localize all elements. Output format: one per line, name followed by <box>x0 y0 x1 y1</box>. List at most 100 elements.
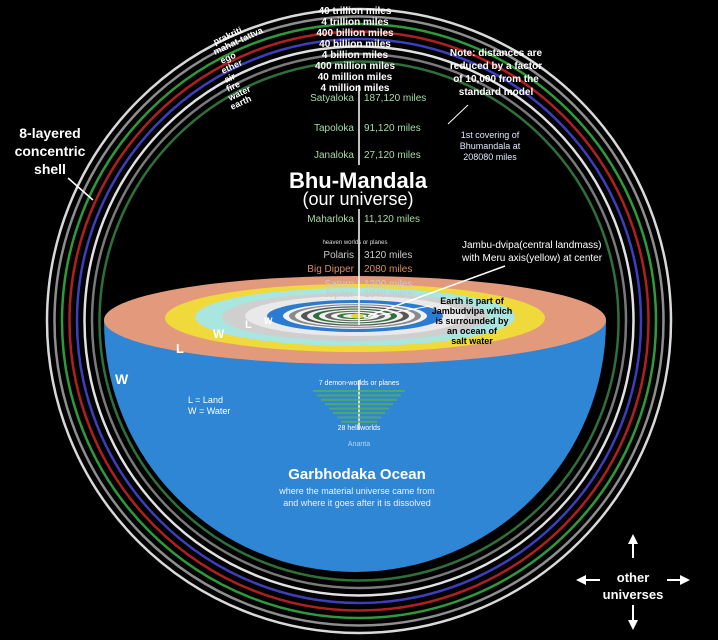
shell-callout-line: shell <box>34 161 66 177</box>
loka-name: Janaloka <box>314 150 354 161</box>
jambu-callout: Jambu-dvipa(central landmass) with Meru … <box>461 240 603 264</box>
loka-name: Satyaloka <box>310 93 354 104</box>
loka-distance: 27,120 miles <box>364 150 421 161</box>
distance-note: Note: distances are reduced by a factor … <box>450 48 543 98</box>
covering-line: 1st covering of <box>461 130 520 140</box>
shell-callout: 8-layered concentric shell <box>15 125 86 177</box>
distance-label: 40 billion miles <box>319 39 391 50</box>
planet-distance: 1200 miles <box>364 279 412 290</box>
lower-worlds-bars <box>313 390 405 423</box>
lower-world-bar <box>333 412 385 414</box>
earth-pointer <box>363 305 431 319</box>
ocean-title: Garbhodaka Ocean <box>288 466 426 483</box>
loka-distance: 11,120 miles <box>364 214 420 225</box>
lower-world-bar <box>317 394 401 397</box>
lower-world-bar <box>337 416 381 419</box>
distance-label: 400 billion miles <box>316 28 394 39</box>
heaven-worlds-label: heaven worlds or planes <box>322 240 387 246</box>
earth-note-line: Jambudvipa which <box>432 306 513 316</box>
title-backdrop <box>285 165 431 209</box>
lower-world-bar <box>329 407 389 410</box>
loka-name: Tapoloka <box>314 123 354 134</box>
meru-center <box>351 313 363 319</box>
distance-label: 4 billion miles <box>322 50 389 61</box>
distance-label: 400 million miles <box>315 61 395 72</box>
loka-distance: 91,120 miles <box>364 123 421 134</box>
shell-callout-line: 8-layered <box>19 125 80 141</box>
disc-label: W <box>115 371 129 387</box>
earth-note-line: salt water <box>451 336 493 346</box>
planet-name: Polaris <box>323 250 354 261</box>
note-line: standard model <box>459 87 534 98</box>
note-line: of 10,000 from the <box>453 74 539 85</box>
shell-ring <box>98 60 620 582</box>
lower-world-bar <box>325 403 393 406</box>
shell-ring <box>75 37 643 605</box>
shell-ring <box>83 45 635 597</box>
covering-line: 208080 miles <box>463 152 517 162</box>
jambu-pointer <box>367 265 506 317</box>
hell-worlds-label: 28 hell worlds <box>338 425 381 432</box>
lower-world-bar <box>313 390 405 392</box>
planet-distance: 3120 miles <box>364 250 412 261</box>
earth-note-line: is surrounded by <box>435 316 508 326</box>
first-covering-label: 1st covering of Bhumandala at 208080 mil… <box>460 130 521 162</box>
disc-label: W <box>264 316 273 326</box>
loka-name: Maharloka <box>307 214 354 225</box>
diagram-title: Bhu-Mandala <box>289 168 428 193</box>
lower-world-bar <box>341 420 377 423</box>
shell-callout-line: concentric <box>15 143 86 159</box>
upper-lokas: Satyaloka 187,120 miles Tapoloka 91,120 … <box>310 93 426 161</box>
shell-callout-pointer <box>67 177 94 201</box>
jambu-line: with Meru axis(yellow) at center <box>461 253 603 264</box>
disc-land-water-labels: W L W L W <box>115 316 273 387</box>
concentric-shells <box>45 7 673 635</box>
garbhodaka-ocean-hemisphere <box>104 321 606 572</box>
planet-distance: 2080 miles <box>364 264 412 275</box>
other-universes-line: other <box>617 570 650 585</box>
loka-distance: 187,120 miles <box>364 93 426 104</box>
distance-label: 40 million miles <box>318 72 393 83</box>
distance-label: 4 trillion miles <box>321 17 389 28</box>
earth-note-line: Earth is part of <box>440 296 505 306</box>
planet-name: Saturn <box>325 279 354 290</box>
ocean-desc-line: where the material universe came from <box>278 486 435 496</box>
jambu-line: Jambu-dvipa(central landmass) <box>462 240 602 251</box>
shell-ring <box>45 7 673 635</box>
shell-ring <box>68 30 650 612</box>
planet-name: Big Dipper <box>307 264 354 275</box>
other-universes: other universes <box>576 534 690 630</box>
ocean-desc-line: and where it goes after it is dissolved <box>283 498 431 508</box>
covering-pointer <box>447 104 469 125</box>
planet-distance: 1040 miles <box>364 289 412 300</box>
shell-ring <box>60 22 658 620</box>
diagram-subtitle: (our universe) <box>302 189 413 209</box>
element-label: air <box>223 71 238 85</box>
covering-line: Bhumandala at <box>460 141 521 151</box>
disc-label: W <box>213 327 225 341</box>
legend-line: W = Water <box>188 406 230 416</box>
distance-label: 40 trillion miles <box>319 6 392 17</box>
note-line: Note: distances are <box>450 48 543 59</box>
legend-line: L = Land <box>188 395 223 405</box>
disc-label: L <box>176 341 184 356</box>
shell-ring <box>53 15 665 627</box>
bhumandala-disc <box>104 276 606 364</box>
land-water-legend: L = Land W = Water <box>188 395 230 416</box>
lower-world-bar <box>321 398 397 401</box>
note-line: reduced by a factor <box>450 61 542 72</box>
shell-ring <box>90 52 628 590</box>
inner-rings <box>283 303 427 329</box>
planet-name: Jupiter <box>324 289 355 300</box>
demon-worlds-label: 7 demon-worlds or planes <box>319 380 400 387</box>
ananta-label: Ananta <box>348 441 370 448</box>
maharloka: Maharloka 11,120 miles <box>307 214 420 225</box>
earth-note: Earth is part of Jambudvipa which is sur… <box>432 296 513 346</box>
disc-label: L <box>245 319 252 331</box>
distance-stack: 40 trillion miles 4 trillion miles 400 b… <box>315 6 395 94</box>
other-universes-line: universes <box>603 587 664 602</box>
earth-note-line: an ocean of <box>447 326 498 336</box>
distance-label: 4 million miles <box>321 83 390 94</box>
